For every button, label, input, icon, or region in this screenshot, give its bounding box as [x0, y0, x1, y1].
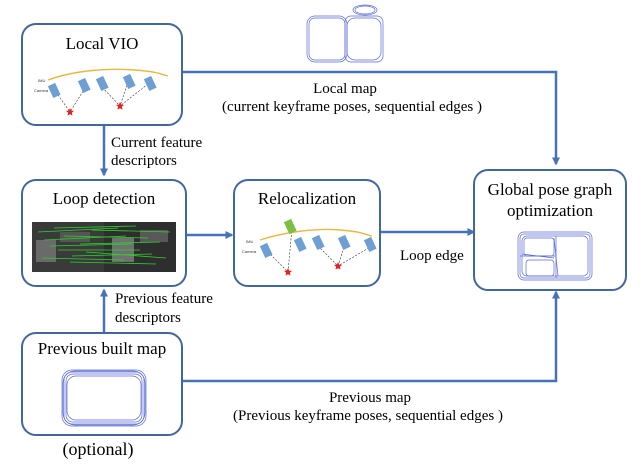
relocalization-title: Relocalization	[258, 189, 357, 208]
vio-illustration: IMU Camera	[34, 68, 169, 116]
landmark-star-icon	[284, 268, 292, 276]
camera-icon	[77, 77, 91, 94]
reloc-illustration: IMU Camera	[242, 218, 377, 276]
loop-detection-title: Loop detection	[53, 189, 156, 208]
current-descriptors-sublabel: descriptors	[111, 153, 177, 169]
camera-icon	[311, 234, 325, 251]
camera-icon	[47, 82, 61, 99]
previous-map-arrow	[182, 290, 560, 383]
global-optimization-title-line2: optimization	[507, 201, 593, 220]
camera-label: Camera	[242, 249, 257, 254]
imu-label: IMU	[38, 78, 45, 83]
camera-icon	[95, 75, 109, 92]
global-optimization-node: Global pose graph optimization	[473, 169, 627, 291]
local-vio-box	[21, 23, 183, 126]
previous-map-node: Previous built map	[21, 332, 183, 436]
camera-icon	[122, 73, 136, 90]
previous-trajectory-plot	[61, 369, 147, 427]
camera-label: Camera	[34, 88, 49, 93]
merged-trajectory-plot	[517, 231, 593, 281]
camera-icon	[259, 242, 273, 259]
landmark-star-icon	[66, 108, 74, 116]
local-vio-node: Local VIO IMU Camera	[21, 23, 183, 126]
landmark-star-icon	[116, 102, 124, 110]
loop-detection-node: Loop detection	[21, 179, 187, 287]
local-vio-title: Local VIO	[66, 34, 139, 53]
landmark-star-icon	[334, 262, 342, 270]
previous-map-title: Previous built map	[38, 339, 166, 358]
camera-icon	[293, 236, 307, 253]
local-map-arrow	[182, 70, 560, 166]
feature-match-image	[32, 222, 176, 272]
previous-map-label: Previous map	[329, 390, 411, 406]
current-descriptors-label: Current feature	[111, 135, 203, 151]
local-map-trajectory-plot	[306, 4, 384, 63]
edges	[100, 70, 560, 383]
optional-note: (optional)	[63, 439, 134, 460]
feature-match-lines	[37, 225, 171, 265]
imu-trajectory-curve	[47, 68, 169, 81]
relocalization-box	[233, 179, 381, 287]
imu-trajectory-curve	[259, 228, 373, 241]
loop-frame-icon	[283, 218, 297, 235]
camera-icon	[337, 234, 351, 251]
previous-map-sublabel: (Previous keyframe poses, sequential edg…	[233, 408, 503, 424]
loop-edge-label: Loop edge	[400, 248, 464, 264]
local-map-sublabel: (current keyframe poses, sequential edge…	[222, 99, 482, 115]
local-map-label: Local map	[313, 81, 377, 97]
previous-descriptors-label: Previous feature	[115, 291, 213, 307]
previous-descriptors-sublabel: descriptors	[115, 310, 181, 326]
camera-icon	[363, 236, 377, 253]
relocalization-node: Relocalization IMU Camera	[233, 179, 381, 287]
imu-label: IMU	[246, 239, 253, 244]
camera-icon	[143, 75, 157, 92]
global-optimization-title-line1: Global pose graph	[488, 180, 613, 199]
